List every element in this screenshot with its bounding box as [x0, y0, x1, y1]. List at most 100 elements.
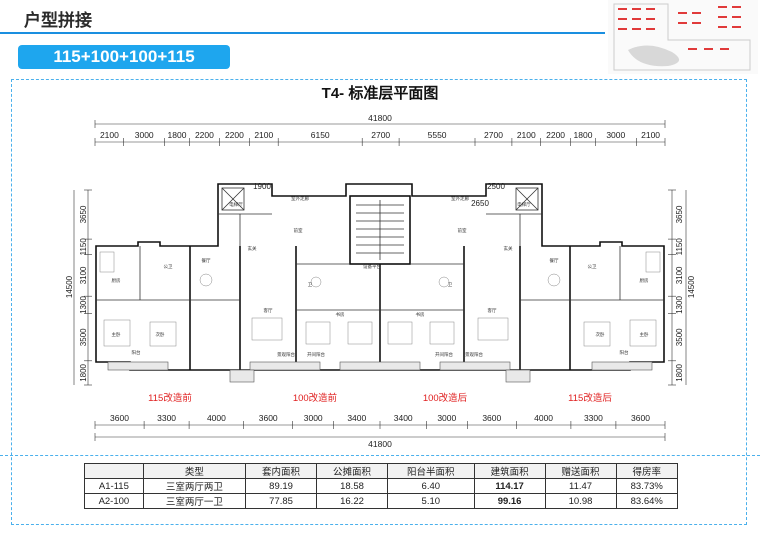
room-name: 餐厅: [550, 257, 559, 264]
room-name: 次卧: [156, 331, 165, 338]
dimension-label: 2100: [517, 130, 536, 140]
table-cell: 77.85: [245, 493, 318, 509]
dimension-label: 3600: [259, 413, 278, 423]
room-name: 前室: [458, 227, 467, 234]
table-header: 得房率: [615, 463, 679, 479]
elevator-dimension: 2500: [487, 182, 505, 191]
room-name: 主卧: [112, 331, 121, 338]
dimension-label: 3100: [79, 266, 88, 284]
dimension-label: 3100: [675, 266, 684, 284]
room-name: 餐厅: [202, 257, 211, 264]
furniture: [99, 251, 661, 347]
table-cell: 10.98: [544, 493, 617, 509]
table-cell: A1-115: [84, 478, 144, 494]
dimension-label: 3300: [157, 413, 176, 423]
plan-title: T4- 标准层平面图: [321, 85, 439, 102]
top-overall-dimension: [94, 120, 666, 143]
interior-walls: [96, 187, 664, 311]
content-frame: [11, 79, 747, 525]
dimension-label: 3600: [110, 413, 129, 423]
room-name: 客厅: [264, 307, 273, 314]
table-cell: 三室两厅两卫: [142, 478, 247, 494]
dimension-label: 2100: [100, 130, 119, 140]
room-name: 玄关: [504, 245, 513, 252]
dimension-label: 6150: [311, 130, 330, 140]
room-name: 客厅: [488, 307, 497, 314]
table-cell: A2-100: [84, 493, 144, 509]
site-plan-thumbnail: [608, 0, 758, 74]
dimension-label: 3000: [437, 413, 456, 423]
room-name: 公卫: [164, 264, 173, 269]
dimension-label: 2100: [641, 130, 660, 140]
room-name: 卫: [448, 282, 453, 287]
dimension-label: 3650: [675, 205, 684, 223]
dimension-label: 1800: [574, 130, 593, 140]
dimension-label: 3500: [79, 328, 88, 346]
table-cell: 99.16: [473, 493, 546, 509]
room-name: 卫: [308, 282, 313, 287]
room-name: 公卫: [588, 264, 597, 269]
dimension-label: 3400: [394, 413, 413, 423]
dimension-label: 4000: [534, 413, 553, 423]
table-cell: 11.47: [544, 478, 617, 494]
room-name: 玄关: [248, 245, 257, 252]
dimension-label: 2200: [195, 130, 214, 140]
room-name: 前室: [294, 227, 303, 234]
elevator-dimension: 1900: [253, 182, 271, 191]
dimension-label: 4000: [207, 413, 226, 423]
elevator-dimension: 2650: [471, 199, 489, 208]
dimension-label: 3000: [135, 130, 154, 140]
room-name: 设备平台: [363, 263, 381, 270]
table-cell: 6.40: [386, 478, 475, 494]
unit-label: 115改造前: [148, 392, 192, 404]
top-total-width: 41800: [368, 113, 392, 123]
dimension-label: 1300: [79, 296, 88, 314]
table-cell: 114.17: [473, 478, 546, 494]
dimension-label: 3600: [482, 413, 501, 423]
room-name: 室外走廊: [451, 195, 469, 202]
room-names: 主卧次卧客厅餐厅厨房玄关电梯厅前室设备平台公卫阳台书房景观阳台开间阳台室外走廊主…: [112, 182, 649, 358]
table-header: 公摊面积: [316, 463, 388, 479]
table-row: A1-115 三室两厅两卫 89.19 18.58 6.40 114.17 11…: [84, 478, 679, 494]
room-name: 次卧: [596, 331, 605, 338]
bottom-total-width: 41800: [368, 439, 392, 449]
table-cell: 18.58: [316, 478, 388, 494]
dimension-label: 3000: [606, 130, 625, 140]
left-segment-dimensions: 3650 1150 3100 1300 3500 1800: [79, 189, 92, 386]
room-name: 书房: [336, 311, 345, 318]
table-header: 类型: [142, 463, 247, 479]
dimension-label: 2200: [546, 130, 565, 140]
dimension-label: 2200: [225, 130, 244, 140]
table-header: [84, 463, 144, 479]
dimension-label: 2700: [371, 130, 390, 140]
dimension-label: 3650: [79, 205, 88, 223]
table-cell: 83.73%: [615, 478, 679, 494]
area-table: 类型 套内面积 公摊面积 阳台半面积 建筑面积 赠送面积 得房率 A1-115 …: [84, 463, 679, 509]
dimension-label: 3000: [304, 413, 323, 423]
dimension-label: 3300: [584, 413, 603, 423]
unit-label: 115改造后: [568, 392, 612, 404]
room-name: 厨房: [112, 277, 121, 284]
right-total-depth: 14500: [687, 275, 696, 298]
table-header: 赠送面积: [544, 463, 617, 479]
room-name: 书房: [416, 311, 425, 318]
dimension-label: 1800: [79, 363, 88, 381]
room-name: 阳台: [620, 349, 629, 356]
room-name: 开间阳台: [435, 351, 453, 358]
table-cell: 三室两厅一卫: [142, 493, 247, 509]
title-rule: [0, 32, 605, 34]
room-name: 景观阳台: [465, 351, 483, 358]
right-side-dimension: [671, 190, 687, 385]
table-header-row: 类型 套内面积 公摊面积 阳台半面积 建筑面积 赠送面积 得房率: [84, 463, 679, 479]
table-header: 套内面积: [245, 463, 318, 479]
left-total-depth: 14500: [65, 275, 74, 298]
unit-label: 100改造前: [293, 392, 337, 404]
page-title: 户型拼接: [24, 11, 92, 30]
dimension-label: 1150: [79, 238, 88, 256]
balcony-strips: [107, 361, 653, 383]
